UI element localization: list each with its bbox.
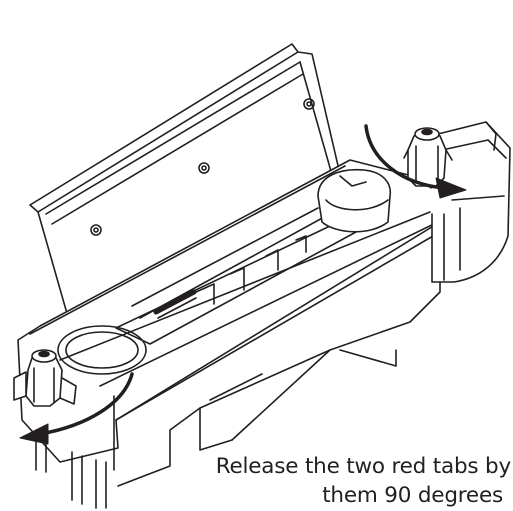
lid-screw (93, 227, 99, 233)
lid-screw (198, 162, 210, 174)
instruction-caption: Release the two red tabs by them 90 degr… (216, 452, 511, 510)
left-red-tab (13, 349, 77, 407)
lid-screw (201, 165, 207, 171)
lid-screw (306, 101, 312, 107)
caption-line-1: Release the two red tabs by (215, 454, 511, 479)
tank-body (17, 121, 511, 509)
rotate-arrow-right (364, 124, 467, 199)
rotate-arrow-left (19, 372, 134, 445)
lid-screw (303, 98, 315, 110)
lid-screw (90, 224, 102, 236)
caption-line-2: them 90 degrees (322, 483, 503, 508)
